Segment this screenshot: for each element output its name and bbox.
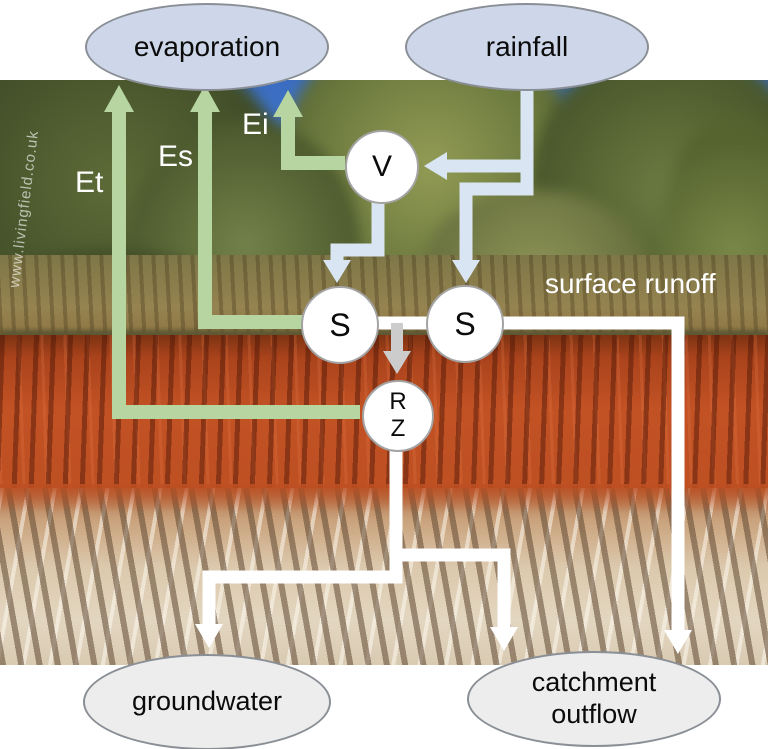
node-v-canopy-store: V xyxy=(345,130,419,204)
terminal-evaporation-label: evaporation xyxy=(133,31,281,62)
node-root-zone-store: R Z xyxy=(362,380,434,452)
node-s-left-store: S xyxy=(301,286,379,364)
arrow-canopy-drip xyxy=(323,197,385,283)
terminal-catchment-outflow: catchment outflow xyxy=(467,651,721,747)
terminal-rainfall-label: rainfall xyxy=(485,31,569,62)
terminal-evaporation: evaporation xyxy=(85,3,329,91)
node-rz-letter-line2: Z xyxy=(390,415,406,442)
arrow-es xyxy=(190,85,303,329)
cliff-fade xyxy=(0,484,768,512)
label-ei: Ei xyxy=(242,108,269,141)
label-surface-runoff: surface runoff xyxy=(545,268,716,299)
node-s-right-store: S xyxy=(426,285,504,363)
label-es: Es xyxy=(158,140,194,173)
arrow-rainfall-to-canopy xyxy=(424,152,527,180)
node-s-left-letter: S xyxy=(329,306,351,343)
arrow-et xyxy=(104,85,360,419)
arrow-drainage-to-outflow xyxy=(396,548,518,651)
terminal-groundwater-label: groundwater xyxy=(131,686,283,717)
terminal-rainfall: rainfall xyxy=(405,3,649,91)
terminal-catchment-outflow-label-line2: outflow xyxy=(551,699,637,729)
node-s-right-letter: S xyxy=(454,305,476,342)
terminal-catchment-outflow-label-line1: catchment xyxy=(531,667,657,698)
arrow-recharge-groundwater xyxy=(195,442,403,648)
arrow-rainfall xyxy=(452,86,534,283)
arrow-infiltration xyxy=(383,323,411,374)
terminal-groundwater: groundwater xyxy=(83,654,331,749)
arrow-ei xyxy=(273,90,345,170)
cliff-grass-lip xyxy=(0,330,768,339)
node-v-letter: V xyxy=(371,150,392,183)
node-rz-letter-line1: R xyxy=(389,388,407,416)
label-et: Et xyxy=(75,166,104,199)
